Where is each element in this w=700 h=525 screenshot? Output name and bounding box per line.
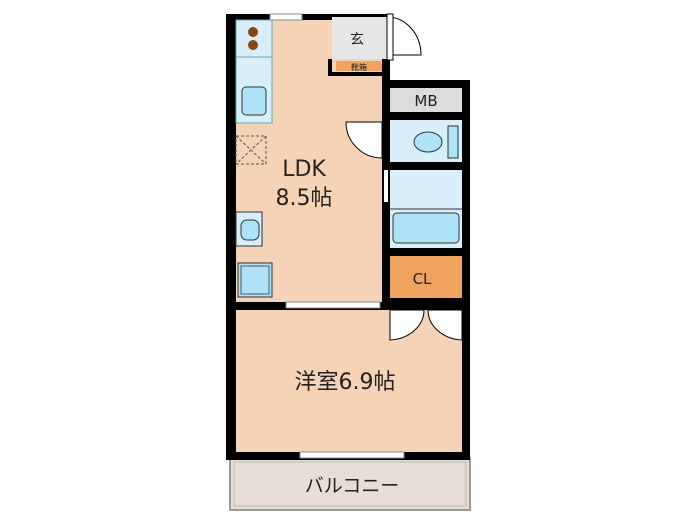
closet — [390, 256, 462, 298]
toilet-door-swing — [345, 121, 383, 159]
shoe-box — [336, 61, 382, 71]
balcony — [229, 457, 471, 511]
closet-label: CL — [413, 270, 432, 288]
sink — [241, 86, 267, 116]
stove-burner — [248, 40, 258, 50]
window-top — [269, 13, 303, 21]
bathtub — [392, 212, 460, 244]
ldk-size: 8.5帖 — [276, 186, 333, 211]
balcony-label: バルコニー — [305, 475, 400, 497]
entrance-door-swing — [386, 16, 422, 56]
shoe-box-label: 靴箱 — [351, 62, 367, 72]
ldk-name: LDK — [282, 157, 326, 182]
closet-door-swing — [389, 309, 463, 341]
mb-room — [390, 88, 462, 112]
entrance — [332, 17, 387, 59]
mb-label: MB — [414, 92, 437, 110]
balcony-window — [299, 451, 405, 459]
toilet-icon — [413, 131, 443, 153]
sliding-door — [285, 301, 381, 309]
entrance-label: 玄 — [350, 31, 364, 48]
western-room-label: 洋室6.9帖 — [295, 370, 396, 395]
western-room — [236, 310, 462, 452]
fridge-space — [235, 135, 267, 165]
stove-burner — [248, 27, 258, 37]
washing-machine — [237, 262, 273, 298]
